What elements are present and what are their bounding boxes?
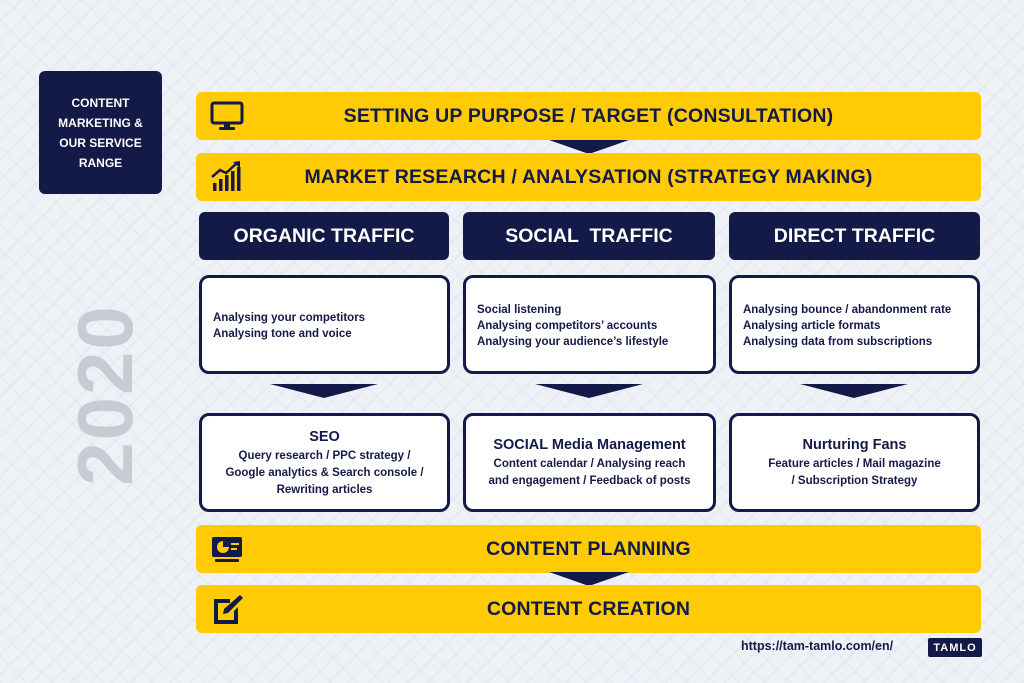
header-social-traffic: SOCIAL TRAFFIC (463, 212, 715, 260)
analysis-item: Analysing competitors’ accounts (477, 320, 658, 332)
outcome-box-social-media: SOCIAL Media Management Content calendar… (463, 413, 716, 512)
header-direct-traffic: DIRECT TRAFFIC (729, 212, 980, 260)
outcome-title-seo: SEO (309, 428, 340, 445)
banner-research: MARKET RESEARCH / ANALYSATION (STRATEGY … (196, 153, 981, 201)
analysis-item: Analysing article formats (743, 320, 881, 332)
banner-purpose: SETTING UP PURPOSE / TARGET (CONSULTATIO… (196, 92, 981, 140)
monitor-icon (210, 101, 244, 130)
analysis-item: Analysing bounce / abandonment rate (743, 304, 952, 316)
brand-logo: TAMLO (928, 638, 982, 657)
analysis-item: Analysing tone and voice (213, 328, 352, 340)
outcome-box-seo: SEO Query research / PPC strategy / Googl… (199, 413, 450, 512)
analysis-item: Analysing your audience’s lifestyle (477, 336, 669, 348)
banner-planning: CONTENT PLANNING (196, 525, 981, 573)
outcome-line: Feature articles / Mail magazine (768, 458, 941, 470)
analysis-item: Social listening (477, 304, 562, 316)
category-badge-text: CONTENT MARKETING & OUR SERVICE RANGE (58, 95, 143, 170)
growth-chart-icon (211, 161, 241, 191)
outcome-line: Google analytics & Search console / (225, 466, 424, 479)
banner-creation: CONTENT CREATION (196, 585, 981, 633)
flow-arrow-icon (549, 140, 629, 154)
outcome-box-nurturing-fans: Nurturing Fans Feature articles / Mail m… (729, 413, 980, 512)
outcome-line: and engagement / Feedback of posts (488, 475, 691, 487)
year-label: 2020 (61, 304, 149, 486)
flow-arrow-icon (270, 384, 378, 398)
banner-planning-label: CONTENT PLANNING (486, 537, 691, 560)
flow-arrow-icon (535, 384, 643, 398)
outcome-line: Query research / PPC strategy / (238, 449, 411, 462)
banner-research-label: MARKET RESEARCH / ANALYSATION (STRATEGY … (304, 165, 873, 188)
edit-document-icon (214, 595, 243, 624)
flow-arrow-icon (549, 572, 629, 586)
outcome-line: Content calendar / Analysing reach (493, 458, 686, 470)
outcome-line: / Subscription Strategy (791, 475, 918, 487)
analysis-item: Analysing your competitors (213, 312, 366, 324)
outcome-line: Rewriting articles (276, 483, 373, 496)
banner-creation-label: CONTENT CREATION (486, 597, 691, 620)
category-badge: CONTENT MARKETING & OUR SERVICE RANGE (39, 71, 162, 194)
outcome-title-social-media: SOCIAL Media Management (493, 437, 686, 453)
website-link[interactable]: https://tam-tamlo.com/en/ (741, 639, 894, 653)
outcome-title-nurturing-fans: Nurturing Fans (802, 437, 907, 453)
presentation-icon (212, 537, 242, 562)
flow-arrow-icon (800, 384, 908, 398)
analysis-item: Analysing data from subscriptions (743, 336, 933, 348)
banner-purpose-label: SETTING UP PURPOSE / TARGET (CONSULTATIO… (343, 104, 834, 127)
header-organic-traffic: ORGANIC TRAFFIC (199, 212, 449, 260)
